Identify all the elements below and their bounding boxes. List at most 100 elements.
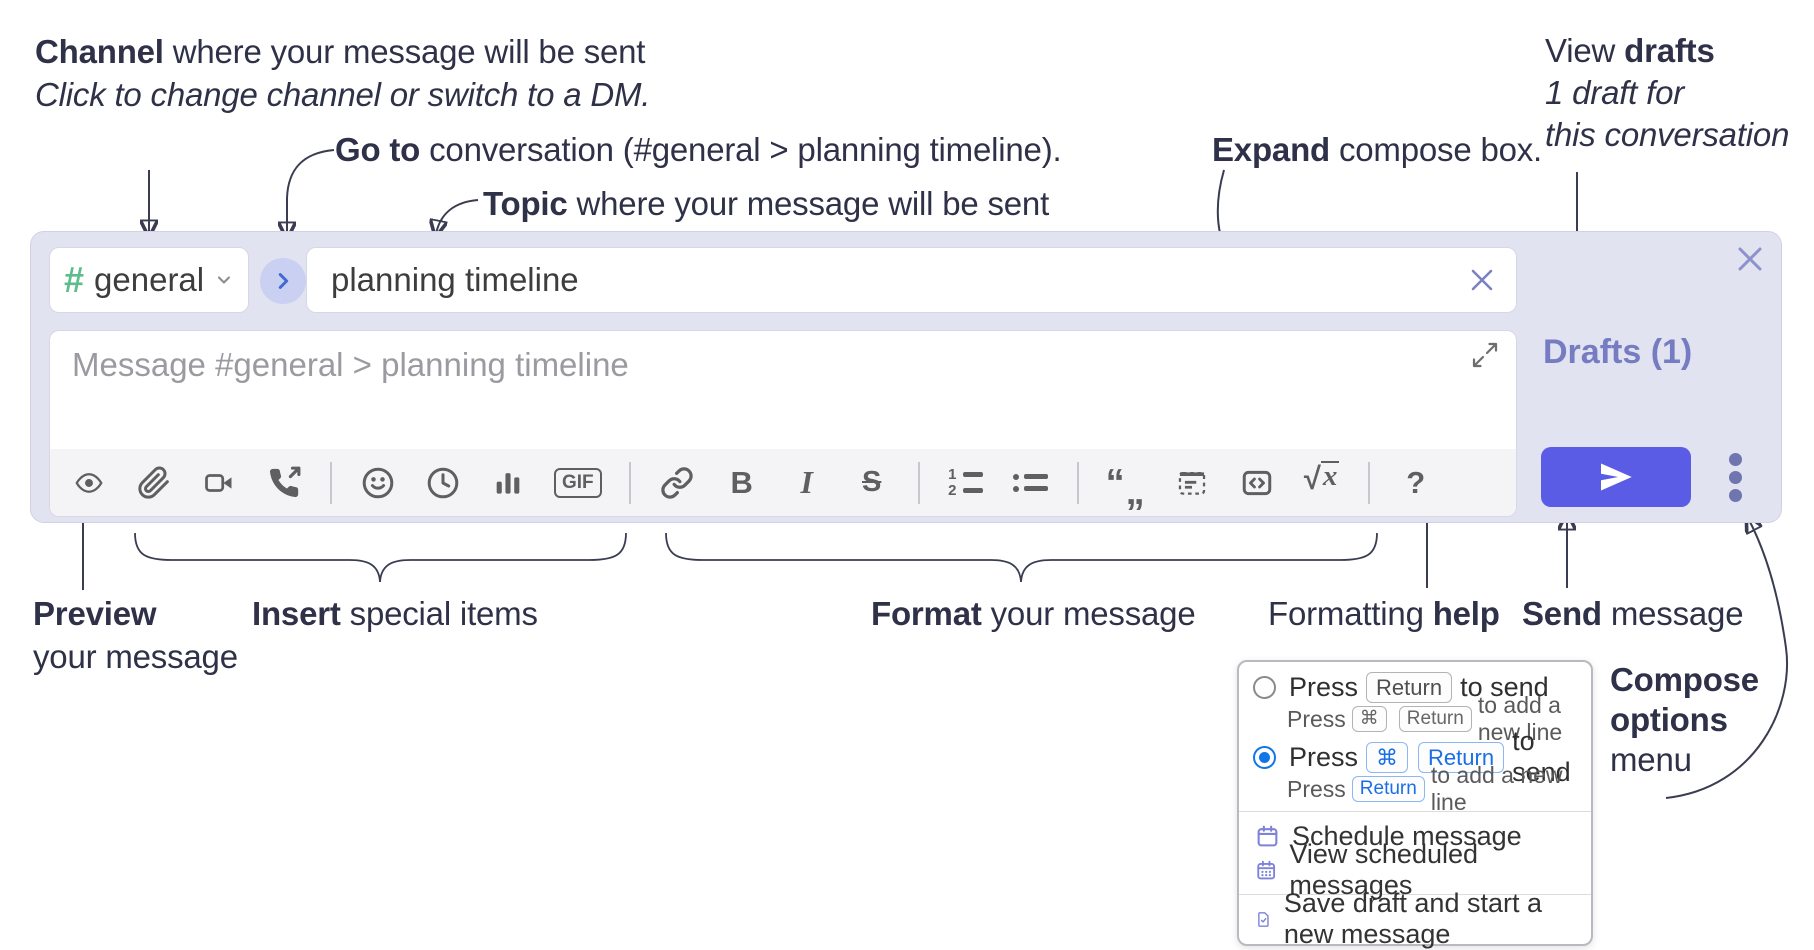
- brace-insert-group: [134, 532, 627, 583]
- return-key: Return: [1366, 671, 1453, 703]
- code-icon: [1242, 470, 1271, 495]
- numbered-list-icon: 1 2: [948, 467, 984, 498]
- link-button[interactable]: [658, 461, 696, 505]
- message-input[interactable]: [50, 331, 1516, 449]
- topic-field: [306, 247, 1517, 313]
- add-poll-button[interactable]: [489, 461, 527, 505]
- numbered-list-button[interactable]: 1 2: [947, 461, 985, 505]
- channel-hash-icon: #: [64, 259, 85, 300]
- video-camera-icon: [205, 473, 232, 492]
- channel-name: general: [94, 261, 205, 298]
- compose-options-menu: Press Return to send Press ⌘ Return to a…: [1237, 660, 1593, 949]
- compose-toolbar: GIF B I S 1 2: [50, 449, 1516, 516]
- spoiler-button[interactable]: [1173, 461, 1211, 505]
- link-icon: [661, 466, 693, 499]
- toolbar-divider: [330, 461, 332, 504]
- formatting-help-annotation: Formatting help: [1268, 595, 1500, 632]
- send-option-cmd-return[interactable]: Press ⌘ Return to send: [1239, 726, 1591, 787]
- expand-diagonal-icon: [1472, 342, 1498, 368]
- toolbar-divider: [1367, 461, 1370, 504]
- strikethrough-icon: S: [862, 466, 882, 498]
- emoji-button[interactable]: [359, 461, 397, 505]
- menu-divider: [1239, 811, 1591, 812]
- code-button[interactable]: [1238, 461, 1276, 505]
- cmd-key: ⌘: [1351, 706, 1387, 732]
- send-option-cmd-return-subtext: Press Return to add a new line: [1287, 762, 1563, 815]
- preview-annotation: Preview your message: [33, 595, 238, 675]
- eye-icon: [75, 472, 103, 493]
- bulleted-list-button[interactable]: [1012, 461, 1050, 505]
- toolbar-divider: [628, 461, 631, 504]
- toolbar-divider: [1076, 461, 1079, 504]
- paperclip-icon: [138, 466, 169, 499]
- menu-divider: [1239, 894, 1591, 895]
- question-mark-icon: ?: [1406, 464, 1426, 500]
- add-global-time-button[interactable]: [424, 461, 462, 505]
- toolbar-divider: [917, 461, 920, 504]
- chevron-right-icon: [278, 273, 289, 289]
- expand-compose-button[interactable]: [1470, 340, 1500, 375]
- video-call-button[interactable]: [200, 461, 238, 505]
- quote-button[interactable]: “„: [1105, 461, 1146, 513]
- italic-button[interactable]: I: [788, 461, 826, 505]
- bulleted-list-icon: [1013, 473, 1049, 492]
- connector-topic: [436, 199, 479, 234]
- schedule-message-item[interactable]: Schedule message: [1239, 819, 1591, 853]
- send-paper-plane-icon: [1601, 463, 1632, 491]
- drafts-link[interactable]: Drafts (1): [1543, 333, 1693, 371]
- expand-annotation: Expand compose box.: [1212, 131, 1543, 168]
- return-key: Return: [1418, 741, 1505, 773]
- go-to-conversation-button[interactable]: [260, 258, 306, 304]
- radio-selected-icon[interactable]: [1253, 745, 1276, 769]
- ellipsis-dot: [1728, 470, 1742, 484]
- chevron-down-icon: [218, 276, 231, 284]
- math-icon: √x: [1303, 459, 1340, 496]
- calendar-icon: [1257, 825, 1278, 846]
- preview-button[interactable]: [70, 461, 108, 505]
- send-button[interactable]: [1541, 447, 1691, 507]
- channel-annotation: Channel where your message will be sent …: [35, 33, 651, 113]
- compose-options-annotation: Compose options menu: [1610, 661, 1759, 778]
- view-drafts-annotation: View drafts 1 draft for this conversatio…: [1545, 32, 1790, 153]
- gif-icon: GIF: [554, 467, 602, 498]
- message-compose-area: GIF B I S 1 2: [49, 330, 1517, 517]
- bold-icon: B: [730, 464, 753, 500]
- message-formatting-help-button[interactable]: ?: [1397, 461, 1435, 505]
- bold-button[interactable]: B: [723, 461, 761, 505]
- strikethrough-button[interactable]: S: [853, 461, 891, 505]
- send-annotation: Send message: [1522, 595, 1744, 632]
- draft-file-check-icon: [1258, 911, 1269, 927]
- close-icon: [1471, 269, 1493, 291]
- ellipsis-dot: [1728, 488, 1742, 502]
- italic-icon: I: [800, 464, 813, 500]
- return-key: Return: [1351, 776, 1425, 802]
- send-option-return-subtext: Press ⌘ Return to add a new line: [1287, 692, 1563, 745]
- bar-chart-icon: [496, 472, 520, 494]
- format-annotation: Format your message: [871, 595, 1196, 632]
- send-option-return[interactable]: Press Return to send: [1239, 670, 1591, 704]
- channel-selector[interactable]: # general: [49, 247, 249, 313]
- clear-topic-button[interactable]: [1462, 260, 1502, 300]
- goto-annotation: Go to conversation (#general > planning …: [335, 131, 1062, 168]
- quote-icon: “„: [1105, 461, 1146, 513]
- attach-file-button[interactable]: [135, 461, 173, 505]
- spoiler-icon: [1178, 471, 1205, 495]
- topic-annotation: Topic where your message will be sent: [483, 185, 1050, 222]
- calendar-grid-icon: [1257, 860, 1276, 879]
- math-button[interactable]: √x: [1303, 459, 1341, 505]
- close-compose-button[interactable]: [1735, 244, 1765, 279]
- gif-button[interactable]: GIF: [554, 461, 602, 505]
- clock-icon: [427, 467, 459, 498]
- return-key: Return: [1398, 706, 1472, 732]
- save-draft-new-message-item[interactable]: Save draft and start a new message: [1239, 888, 1591, 949]
- compose-box: # general: [30, 231, 1782, 523]
- connector-goto: [287, 149, 335, 236]
- compose-options-menu-button[interactable]: [1715, 451, 1755, 503]
- view-scheduled-messages-item[interactable]: View scheduled messages: [1239, 839, 1591, 900]
- insert-annotation: Insert special items: [252, 595, 538, 632]
- brace-format-group: [665, 532, 1378, 583]
- smiley-icon: [362, 467, 394, 498]
- audio-call-button[interactable]: [265, 461, 303, 505]
- radio-unselected-icon[interactable]: [1253, 675, 1276, 699]
- topic-input[interactable]: [307, 261, 1462, 299]
